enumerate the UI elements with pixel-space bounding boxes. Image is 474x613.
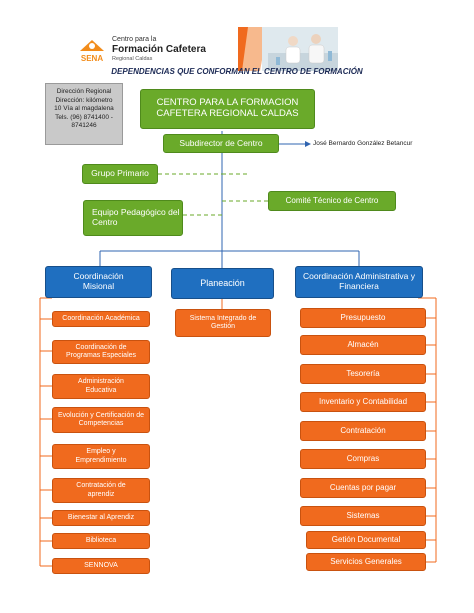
misional-item-label: Coordinación de Programas Especiales [65,343,137,359]
administrativa-item-label: Contratación [340,426,386,436]
coordinacion-administrativa-label: Coordinación Administrativa y Financiera [303,271,415,291]
administrativa-item: Servicios Generales [306,553,426,571]
administrativa-item-label: Almacén [347,340,379,350]
administrativa-item: Tesorería [300,364,426,384]
comite-tecnico-label: Comité Técnico de Centro [285,196,379,206]
address-box: Dirección Regional Dirección: kilómetro … [45,83,123,145]
address-line5: 8741246 [71,122,97,130]
subdirector-name: José Bernardo González Betancur [313,140,413,147]
coordinacion-misional-node: Coordinación Misional [45,266,152,298]
address-line1: Dirección Regional [56,88,112,95]
administrativa-item: Sistemas [300,506,426,526]
administrativa-item-label: Inventario y Contabilidad [318,397,408,407]
administrativa-item: Almacén [300,335,426,355]
misional-item: Administración Educativa [52,374,150,399]
page-title: DEPENDENCIAS QUE CONFORMAN EL CENTRO DE … [111,67,363,76]
planeacion-node: Planeación [171,268,274,299]
misional-item: Bienestar al Aprendiz [52,510,150,526]
misional-item: Contratación de aprendiz [52,478,150,503]
equipo-pedagogico-label: Equipo Pedagógico del Centro [92,207,180,227]
administrativa-item: Inventario y Contabilidad [300,392,426,412]
logo-text: Centro para la Formación Cafetera Region… [112,36,222,62]
logo-line2: Formación Cafetera [112,44,206,55]
administrativa-item-label: Servicios Generales [330,557,402,567]
misional-item-label: Contratación de aprendiz [76,482,126,498]
misional-item: Empleo y Emprendimiento [52,444,150,469]
address-line3: 10 Vía al magdalena [54,105,114,113]
administrativa-item: Compras [300,449,426,469]
administrativa-item-label: Sistemas [346,511,380,521]
misional-item: Coordinación Académica [52,311,150,327]
administrativa-item-label: Compras [346,454,380,464]
address-line2: Dirección: kilómetro [55,96,113,104]
misional-item: Coordinación de Programas Especiales [52,340,150,364]
logo-line3: Regional Caldas [112,56,153,62]
misional-item-label: Empleo y Emprendimiento [75,448,127,464]
equipo-pedagogico-node: Equipo Pedagógico del Centro [83,200,183,236]
administrativa-item: Presupuesto [300,308,426,328]
coordinacion-misional-label: Coordinación Misional [73,271,124,291]
misional-item-label: Evolución y Certificación de Competencia… [58,411,144,427]
misional-item-label: SENNOVA [84,561,118,569]
planeacion-label: Planeación [200,278,245,289]
subdirector-label: Subdirector de Centro [179,137,263,148]
misional-item-label: Bienestar al Aprendiz [67,513,135,521]
sistema-integrado-label: Sistema Integrado de Gestión [189,314,257,330]
sena-logo: SENA [74,37,110,63]
comite-tecnico-node: Comité Técnico de Centro [268,191,396,211]
coordinacion-administrativa-node: Coordinación Administrativa y Financiera [295,266,423,298]
misional-item-label: Coordinación Académica [62,314,140,322]
misional-item-label: Biblioteca [85,536,117,544]
misional-item: SENNOVA [52,558,150,574]
administrativa-item: Contratación [300,421,426,441]
misional-item: Evolución y Certificación de Competencia… [52,407,150,433]
administrativa-item-label: Getión Documental [331,535,401,545]
sena-logo-text: SENA [81,54,103,63]
administrativa-item-label: Tesorería [346,369,380,379]
header-photo [238,27,338,71]
administrativa-item-label: Cuentas por pagar [329,483,397,493]
misional-item: Biblioteca [52,533,150,549]
administrativa-item-label: Presupuesto [340,313,386,323]
address-line4: Tels. (96) 8741400 - [55,113,113,121]
root-node: CENTRO PARA LA FORMACION CAFETERA REGION… [140,89,315,129]
sena-logo-icon: SENA [80,40,104,63]
misional-item-label: Administración Educativa [78,378,124,394]
administrativa-item: Cuentas por pagar [300,478,426,498]
subdirector-node: Subdirector de Centro [163,134,279,153]
grupo-primario-label: Grupo Primario [91,168,149,179]
grupo-primario-node: Grupo Primario [82,164,158,184]
logo-line1: Centro para la [112,36,157,43]
sistema-integrado-node: Sistema Integrado de Gestión [175,309,271,337]
administrativa-item: Getión Documental [306,531,426,549]
root-label: CENTRO PARA LA FORMACION CAFETERA REGION… [156,97,299,119]
laboratory-photo-icon [238,27,338,71]
